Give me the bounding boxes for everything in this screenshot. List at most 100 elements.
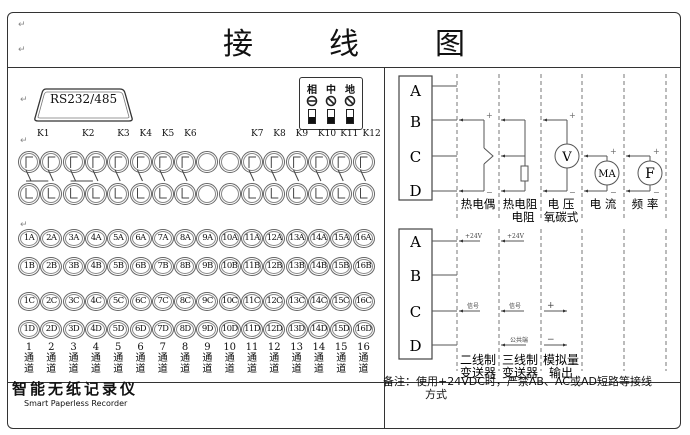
relay-terminal xyxy=(84,183,107,205)
signal-terminal xyxy=(107,292,130,311)
signal-terminal xyxy=(241,257,263,276)
signal-terminal xyxy=(285,257,308,276)
dip-label: 地 xyxy=(345,85,355,96)
relay-terminal xyxy=(196,151,219,173)
slash-circle-icon xyxy=(325,95,337,107)
svg-text:−: − xyxy=(486,188,493,197)
relay-contact-wire xyxy=(92,169,99,182)
channel-label-part: 9 xyxy=(204,342,211,353)
terminal-label: 9D xyxy=(201,323,214,334)
terminal-label: 13D xyxy=(288,323,305,334)
relay-contact-wire xyxy=(360,169,366,182)
channel-label-part: 通 xyxy=(336,353,347,364)
channel-label-part: 道 xyxy=(224,364,235,375)
relay-terminal xyxy=(84,151,107,173)
relay-terminal xyxy=(241,183,263,205)
relay-label: K2 xyxy=(82,129,95,139)
terminal-label: 3B xyxy=(68,260,79,271)
relay-label: K5 xyxy=(161,129,175,139)
title-row: 接线图 xyxy=(8,13,680,68)
channel-label-part: 6 xyxy=(137,342,144,353)
channel-label-part: 7 xyxy=(159,342,166,353)
polarity-labels-top: + + + + − − − − xyxy=(486,111,660,197)
terminal-label: 15C xyxy=(333,295,349,306)
column-label: 热电阻 xyxy=(503,197,538,211)
terminal-label: 15B xyxy=(333,260,350,271)
relay-contact-wire xyxy=(270,169,277,182)
signal-terminal xyxy=(174,229,197,248)
relay-contact-wire xyxy=(293,156,301,168)
relay-contact-wire xyxy=(137,169,143,182)
svg-text:−: − xyxy=(547,335,555,345)
column-label: 变送器 xyxy=(460,365,496,380)
relay-terminal xyxy=(352,183,375,205)
svg-text:−: − xyxy=(610,188,617,197)
terminal-label: 3D xyxy=(68,323,80,334)
terminal-label: 9C xyxy=(202,295,213,306)
pin-label: C xyxy=(410,303,421,321)
signal-terminal xyxy=(62,320,85,339)
signal-terminal xyxy=(307,229,330,248)
svg-text:信号: 信号 xyxy=(467,302,479,310)
pin-leads-top xyxy=(432,85,457,192)
relay-terminal xyxy=(18,151,40,173)
relay-contact-wire xyxy=(114,169,121,182)
relay-contact-wire xyxy=(270,188,279,199)
terminal-block-top xyxy=(398,75,433,201)
channel-label-part: 8 xyxy=(181,342,189,353)
relay-label: K3 xyxy=(117,129,130,139)
relay-contact-wire xyxy=(248,188,256,199)
relay-contact-wire xyxy=(270,156,279,168)
svg-text:信号: 信号 xyxy=(509,302,521,310)
terminal-label: 3A xyxy=(68,232,79,243)
connector-label: RS232/485 xyxy=(50,92,118,106)
column-labels-bottom: 二线制 变送器 三线制 变送器 模拟量 输出 xyxy=(460,353,579,380)
arrow-heads-bottom xyxy=(459,239,567,347)
pin-leads-bottom xyxy=(432,240,457,346)
relay-contact-wire xyxy=(159,156,167,168)
pin-label: B xyxy=(410,113,421,131)
dip-switch-toggle[interactable] xyxy=(346,109,354,124)
relay-terminal xyxy=(62,151,85,173)
dip-switch-toggle[interactable] xyxy=(308,109,316,124)
arrow-heads-top xyxy=(459,118,630,193)
relay-wires xyxy=(25,156,368,199)
signal-terminal xyxy=(62,292,85,311)
signal-terminal xyxy=(263,292,286,311)
relay-label: K4 xyxy=(139,129,152,139)
relay-terminal xyxy=(62,183,85,205)
relay-terminal xyxy=(285,183,308,205)
channel-label-part: 11 xyxy=(245,342,259,353)
relay-label: K8 xyxy=(273,129,286,139)
dip-switch-toggle[interactable] xyxy=(327,109,335,124)
terminal-label: 10C xyxy=(221,295,238,306)
terminal-label: 12A xyxy=(266,232,283,243)
terminal-label: 5C xyxy=(112,295,124,306)
relay-terminal xyxy=(129,183,152,205)
signal-terminal xyxy=(107,257,130,276)
relay-label: K1 xyxy=(37,129,50,139)
pin-label: D xyxy=(409,182,421,200)
terminal-label: 1C xyxy=(23,295,35,306)
channel-label-part: 道 xyxy=(46,364,57,375)
signal-terminal xyxy=(263,229,286,248)
relay-label: K7 xyxy=(251,129,264,139)
terminal-label: 8A xyxy=(179,232,191,243)
signal-terminal xyxy=(352,257,375,276)
signal-terminal xyxy=(129,229,152,248)
signal-terminal xyxy=(40,320,63,339)
relay-contact-wire xyxy=(114,188,123,199)
terminal-label: 10D xyxy=(221,323,238,334)
relay-contact-wire xyxy=(337,156,346,168)
relay-contact-wire xyxy=(248,156,256,168)
terminal-label: 7A xyxy=(157,232,169,243)
signal-terminal xyxy=(196,320,219,339)
channel-label-part: 道 xyxy=(135,364,146,375)
signal-terminal xyxy=(174,257,197,276)
relay-terminal xyxy=(40,183,63,205)
